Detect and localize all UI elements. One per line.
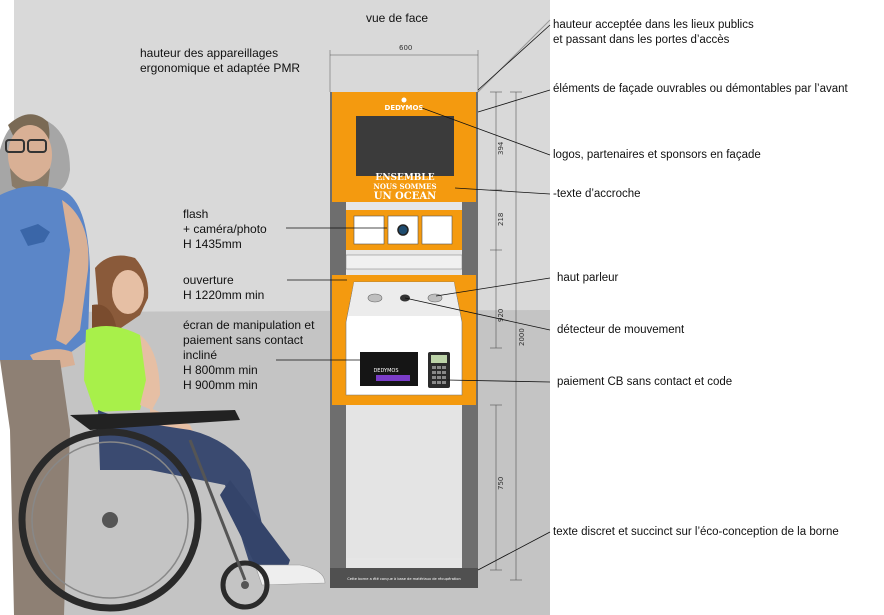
opening-slot bbox=[345, 254, 463, 270]
footer-bar bbox=[330, 568, 478, 588]
speaker-left-icon bbox=[367, 293, 383, 303]
diagram-title: vue de face bbox=[366, 11, 429, 25]
standing-person-illustration bbox=[0, 114, 90, 615]
card-terminal-screen bbox=[431, 355, 447, 363]
dimension-base: 750 bbox=[497, 477, 505, 490]
display-screen bbox=[356, 116, 454, 176]
brand-drop-icon bbox=[401, 97, 407, 103]
slogan-line2: NOUS SOMMES bbox=[373, 182, 436, 191]
dimension-middle: 920 bbox=[497, 309, 505, 322]
dimension-width: 600 bbox=[399, 44, 412, 52]
slogan-line3: UN OCEAN bbox=[374, 191, 437, 202]
flash-box bbox=[353, 215, 385, 245]
slogan-line1: ENSEMBLE bbox=[375, 173, 434, 183]
label-speaker: haut parleur bbox=[557, 272, 619, 284]
camera-lens-icon bbox=[397, 224, 409, 236]
label-height: hauteur acceptée dans les lieux publics … bbox=[553, 19, 754, 46]
label-motion: détecteur de mouvement bbox=[557, 324, 685, 336]
label-tagline: -texte d’accroche bbox=[553, 188, 641, 200]
brand-logo: DEDYMOS bbox=[385, 104, 424, 112]
wheelchair-user-illustration bbox=[18, 255, 326, 612]
leader-lines bbox=[276, 24, 551, 571]
photo-box bbox=[421, 215, 453, 245]
label-facade: éléments de façade ouvrables ou démontab… bbox=[553, 83, 848, 95]
payment-screen-banner bbox=[376, 375, 410, 381]
width-dimension: 600 bbox=[329, 44, 479, 92]
label-logos: logos, partenaires et sponsors en façade bbox=[553, 149, 761, 161]
footer-eco-text: Cette borne a été conçue à base de matér… bbox=[347, 577, 461, 581]
perspective-line bbox=[477, 19, 551, 93]
label-payment: paiement CB sans contact et code bbox=[557, 376, 733, 388]
label-opening: ouverture H 1220mm min bbox=[183, 273, 265, 302]
dimension-flash-panel: 218 bbox=[497, 213, 505, 226]
label-screen: écran de manipulation et paiement sans c… bbox=[183, 318, 315, 392]
dimension-total: 2000 bbox=[518, 328, 526, 346]
card-terminal-keypad-icon bbox=[432, 366, 446, 384]
dimension-top-panel: 394 bbox=[497, 141, 505, 155]
height-dimensions: 394 218 920 2000 750 bbox=[490, 91, 526, 581]
label-ergonomics: hauteur des appareillages ergonomique et… bbox=[140, 46, 301, 75]
label-flash: flash + caméra/photo H 1435mm bbox=[183, 207, 267, 251]
base-compartment bbox=[346, 410, 462, 558]
kiosk: DEDYMOS ENSEMBLE NOUS SOMMES UN OCEAN DE… bbox=[330, 92, 478, 588]
label-eco: texte discret et succinct sur l’éco-conc… bbox=[553, 526, 839, 538]
payment-screen-brand: DEDYMOS bbox=[373, 368, 398, 374]
